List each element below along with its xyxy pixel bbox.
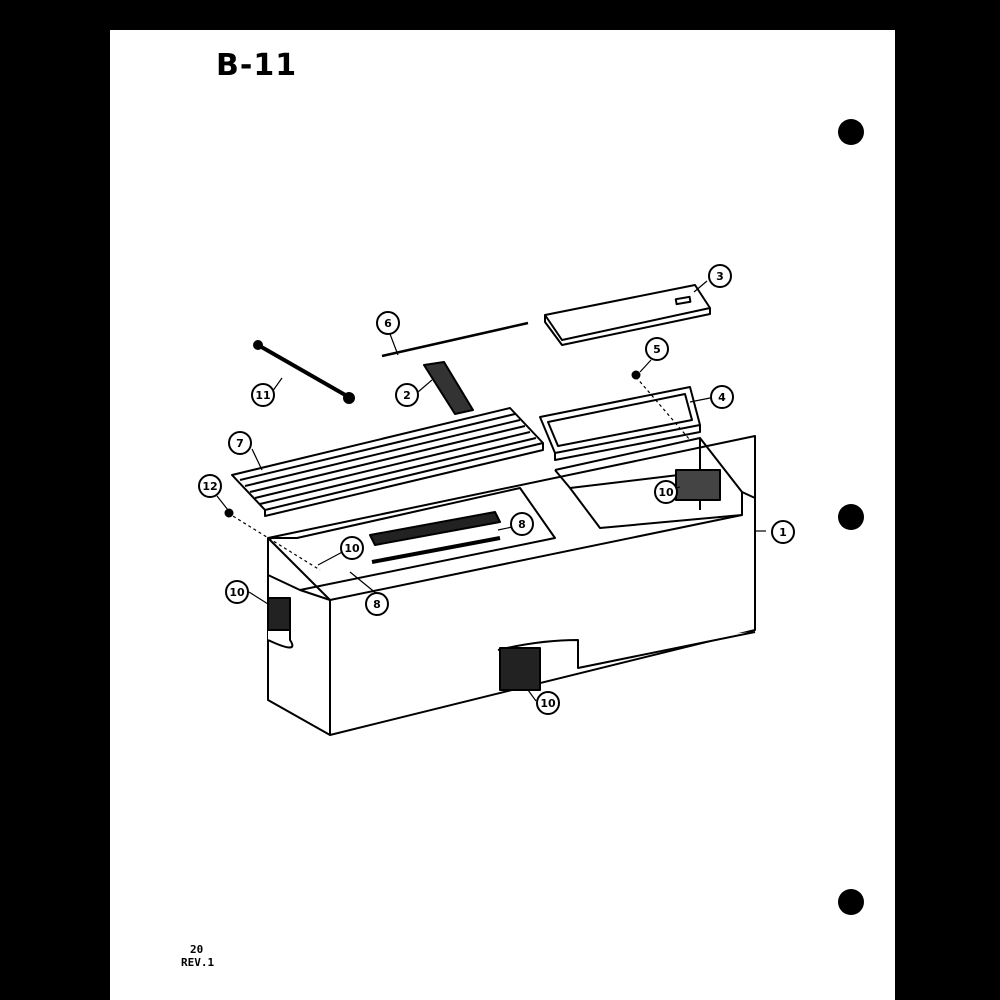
callout-circle <box>510 512 534 536</box>
callout-label: 4 <box>718 391 726 404</box>
top-grille-part-7 <box>231 407 544 517</box>
page-number: 20 <box>190 943 204 956</box>
callout-label: 1 <box>779 526 787 539</box>
callout-circle <box>225 580 249 604</box>
callout-c10a: 10 <box>340 536 364 560</box>
callout-circle <box>198 474 222 498</box>
callout-circle <box>376 311 400 335</box>
callout-c3: 3 <box>708 264 732 288</box>
callout-label: 10 <box>229 586 245 599</box>
callout-label: 3 <box>716 270 724 283</box>
binder-hole-middle <box>838 504 864 530</box>
callout-circle <box>710 385 734 409</box>
callout-c10c: 10 <box>225 580 249 604</box>
callout-c6: 6 <box>376 311 400 335</box>
callout-circle <box>645 337 669 361</box>
mesh-left <box>267 597 291 631</box>
grille-part-8 <box>369 511 501 564</box>
callout-label: 12 <box>202 480 217 493</box>
callout-c4: 4 <box>710 385 734 409</box>
mesh-front <box>499 647 541 691</box>
callout-circle <box>395 383 419 407</box>
callout-label: 6 <box>384 317 392 330</box>
callout-label: 5 <box>653 343 661 356</box>
callout-label: 8 <box>373 598 381 611</box>
callout-c10b: 10 <box>654 480 678 504</box>
callout-circle <box>251 383 275 407</box>
filter-part-2 <box>423 361 474 415</box>
callout-c1: 1 <box>771 520 795 544</box>
callout-c5: 5 <box>645 337 669 361</box>
callout-c8a: 8 <box>510 512 534 536</box>
page-title: B-11 <box>216 48 298 83</box>
callout-circle <box>536 691 560 715</box>
rod-part-6 <box>381 321 529 358</box>
callout-circle <box>228 431 252 455</box>
callout-c7: 7 <box>228 431 252 455</box>
callout-label: 2 <box>403 389 411 402</box>
callout-circle <box>708 264 732 288</box>
callout-c2: 2 <box>395 383 419 407</box>
tube-part-11 <box>253 340 355 404</box>
callout-label: 7 <box>236 437 244 450</box>
callout-c10d: 10 <box>536 691 560 715</box>
cover-part-3 <box>544 284 711 346</box>
mesh-right <box>675 469 721 501</box>
binder-hole-bottom <box>838 889 864 915</box>
callout-circle <box>771 520 795 544</box>
binder-hole-top <box>838 119 864 145</box>
callout-c11: 11 <box>251 383 275 407</box>
revision-label: REV.1 <box>181 956 215 969</box>
callout-label: 8 <box>518 518 526 531</box>
callout-c8b: 8 <box>365 592 389 616</box>
callout-circle <box>654 480 678 504</box>
screw-part-5 <box>631 370 641 380</box>
callout-circle <box>365 592 389 616</box>
callout-circle <box>340 536 364 560</box>
tray-part-4 <box>539 386 701 461</box>
callout-label: 10 <box>658 486 674 499</box>
callout-label: 10 <box>344 542 360 555</box>
callout-label: 10 <box>540 697 556 710</box>
callout-c12: 12 <box>198 474 222 498</box>
callout-label: 11 <box>255 389 270 402</box>
